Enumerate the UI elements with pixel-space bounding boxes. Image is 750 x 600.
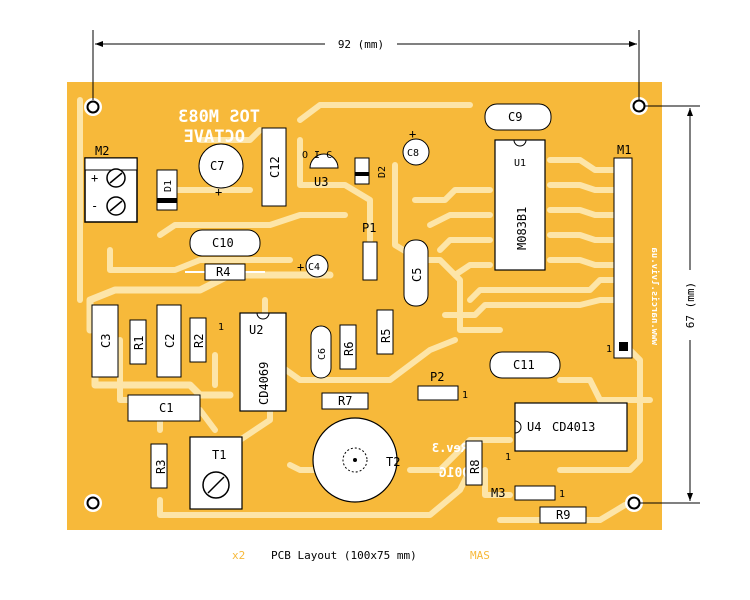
label-r3: R3 [154,460,168,474]
m1-pin1-mark: 1 [606,344,612,355]
u2-pin1-mark: 1 [218,322,224,333]
width-dimension-label: 92 (mm) [338,38,384,51]
resistor-r3 [150,443,168,489]
label-c8: C8 [407,148,419,159]
label-p2: P2 [430,370,444,384]
capacitor-c1 [127,394,201,422]
capacitor-c12 [261,127,287,207]
resistor-r7 [321,392,369,410]
header-p1 [362,241,378,281]
terminal-m2: + - [84,157,138,223]
label-u1: U1 [514,158,526,169]
capacitor-c7: + [198,143,244,199]
label-m2: M2 [95,144,109,158]
resistor-r8 [465,440,483,486]
resistor-r1 [129,319,147,365]
label-u2-part: CD4069 [257,362,271,405]
u4-pin1-mark: 1 [505,452,511,463]
label-c7: C7 [210,159,224,173]
label-u4-part: CD4013 [552,420,595,434]
label-c12: C12 [268,156,282,178]
capacitor-c10 [189,229,261,257]
label-c2: C2 [163,334,177,348]
label-u3: U3 [314,175,328,189]
caption-suffix: x2 [232,549,245,562]
label-r1: R1 [132,336,146,350]
p2-pin1-mark: 1 [462,390,468,401]
label-u1-part: M083B1 [515,207,529,250]
label-c10: C10 [212,236,234,250]
label-c11: C11 [513,358,535,372]
mirror-rev: Rev.3 [432,441,468,455]
svg-text:+: + [215,185,222,199]
capacitor-c3 [91,304,119,378]
regulator-u3: O I C [302,150,339,169]
label-c1: C1 [159,401,173,415]
m3-pin1-mark: 1 [559,489,565,500]
resistor-r5 [376,309,394,355]
svg-text:-: - [91,199,98,213]
mounting-holes [84,97,648,512]
capacitor-c9 [484,103,552,131]
label-r4: R4 [216,265,230,279]
label-r6: R6 [342,342,356,356]
header-m1 [613,157,633,359]
label-t1: T1 [212,448,226,462]
svg-text:+: + [409,127,416,141]
label-r9: R9 [556,508,570,522]
label-c9: C9 [508,110,522,124]
ic-u2 [239,312,287,412]
label-t2: T2 [386,455,400,469]
capacitor-c4: + [297,254,329,278]
resistor-r4 [185,263,265,281]
potentiometer-t2 [312,417,398,503]
caption-main: PCB Layout (100x75 mm) [271,549,417,562]
resistor-r9 [539,506,587,524]
label-c4: C4 [308,262,320,273]
capacitor-c5 [403,239,429,307]
label-r7: R7 [338,394,352,408]
header-p2 [417,385,459,401]
copper-traces [77,97,653,523]
label-r8: R8 [468,460,482,474]
capacitor-c6 [310,325,332,379]
diode-d1 [156,169,178,211]
capacitor-c11 [489,351,561,379]
label-u2: U2 [249,323,263,337]
label-r2: R2 [192,334,206,348]
svg-text:O I C: O I C [302,150,332,161]
label-c6: C6 [317,348,328,360]
mirror-url: www.narcis.lviv.ua [649,247,660,345]
resistor-r6 [339,324,357,370]
height-dimension-label: 67 (mm) [684,282,697,328]
resistor-r2 [189,317,207,363]
label-c3: C3 [99,334,113,348]
label-c5: C5 [410,268,424,282]
label-m3: M3 [491,486,505,500]
label-r5: R5 [379,329,393,343]
label-p1: P1 [362,221,376,235]
label-d2: D2 [377,166,388,178]
ic-u4 [514,402,628,452]
svg-text:+: + [91,171,98,185]
trimmer-t1 [189,436,243,510]
diode-d2 [354,157,370,185]
label-m1: M1 [617,143,631,157]
label-u4: U4 [527,420,541,434]
mirror-title-line1: TOS M083 [178,107,260,127]
caption-prefix: MAS [470,549,490,562]
mirror-title-line2: OCTAVE [184,127,245,147]
header-m3 [514,485,556,501]
ic-u1 [494,139,546,271]
svg-text:+: + [297,260,304,274]
capacitor-c2 [156,304,182,378]
label-d1: D1 [163,180,174,192]
capacitor-c8: + [402,127,430,166]
